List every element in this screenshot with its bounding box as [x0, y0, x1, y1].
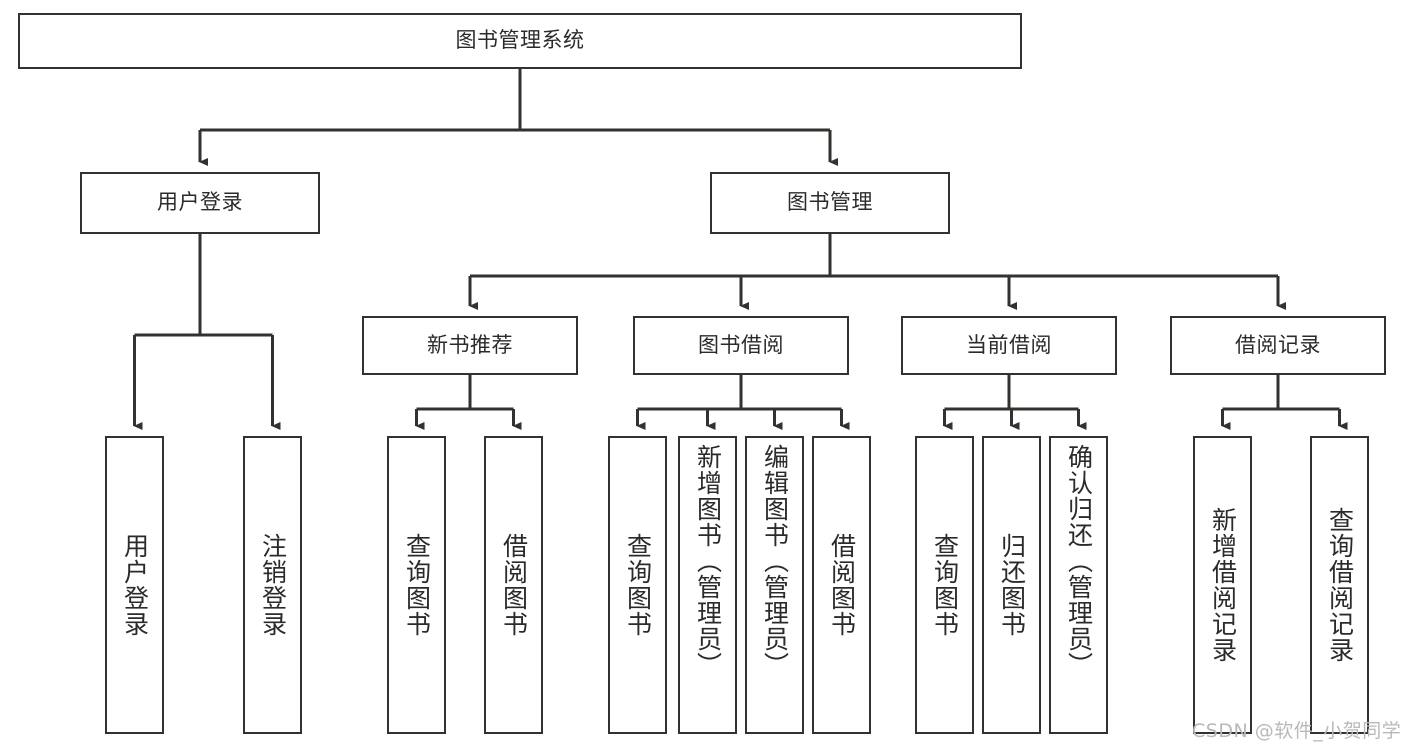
node-leaf-edit-book[interactable]: 编辑图书（管理员）: [745, 436, 804, 734]
node-leaf-add-book[interactable]: 新增图书（管理员）: [678, 436, 737, 734]
node-leaf-query-book-2[interactable]: 查询图书: [608, 436, 667, 734]
node-root-label: 图书管理系统: [455, 28, 585, 53]
node-leaf-logout[interactable]: 注销登录: [243, 436, 302, 734]
node-book-borrow[interactable]: 图书借阅: [633, 316, 849, 375]
node-leaf-return-book[interactable]: 归还图书: [982, 436, 1041, 734]
node-new-book-rec-label: 新书推荐: [427, 332, 513, 357]
node-leaf-query-book-2-label: 查询图书: [623, 533, 653, 637]
node-leaf-borrow-book-2[interactable]: 借阅图书: [812, 436, 871, 734]
node-leaf-confirm-return-label: 确认归还（管理员）: [1064, 444, 1094, 678]
node-leaf-logout-label: 注销登录: [258, 533, 288, 637]
node-borrow-record[interactable]: 借阅记录: [1170, 316, 1386, 375]
node-current-borrow-label: 当前借阅: [966, 332, 1052, 357]
node-leaf-query-record[interactable]: 查询借阅记录: [1310, 436, 1369, 734]
node-leaf-query-book-3-label: 查询图书: [930, 533, 960, 637]
node-leaf-user-login[interactable]: 用户登录: [105, 436, 164, 734]
node-root[interactable]: 图书管理系统: [18, 13, 1022, 69]
node-new-book-rec[interactable]: 新书推荐: [362, 316, 578, 375]
node-leaf-query-record-label: 查询借阅记录: [1325, 507, 1355, 663]
node-leaf-query-book-1-label: 查询图书: [402, 533, 432, 637]
node-leaf-borrow-book-1[interactable]: 借阅图书: [484, 436, 543, 734]
node-leaf-return-book-label: 归还图书: [997, 533, 1027, 637]
node-user-login[interactable]: 用户登录: [80, 172, 320, 234]
node-book-manage-label: 图书管理: [787, 190, 873, 215]
node-leaf-edit-book-label: 编辑图书（管理员）: [760, 444, 790, 678]
node-borrow-record-label: 借阅记录: [1235, 332, 1321, 357]
node-leaf-add-book-label: 新增图书（管理员）: [693, 444, 723, 678]
node-leaf-borrow-book-2-label: 借阅图书: [827, 533, 857, 637]
node-leaf-add-record-label: 新增借阅记录: [1208, 507, 1238, 663]
node-leaf-confirm-return[interactable]: 确认归还（管理员）: [1049, 436, 1108, 734]
node-book-manage[interactable]: 图书管理: [710, 172, 950, 234]
node-leaf-add-record[interactable]: 新增借阅记录: [1193, 436, 1252, 734]
node-current-borrow[interactable]: 当前借阅: [901, 316, 1117, 375]
node-leaf-query-book-1[interactable]: 查询图书: [387, 436, 446, 734]
node-leaf-borrow-book-1-label: 借阅图书: [499, 533, 529, 637]
node-user-login-label: 用户登录: [157, 190, 243, 215]
node-leaf-user-login-label: 用户登录: [120, 533, 150, 637]
node-leaf-query-book-3[interactable]: 查询图书: [915, 436, 974, 734]
node-book-borrow-label: 图书借阅: [698, 332, 784, 357]
csdn-watermark: CSDN @软件_小贺同学: [1192, 720, 1402, 742]
